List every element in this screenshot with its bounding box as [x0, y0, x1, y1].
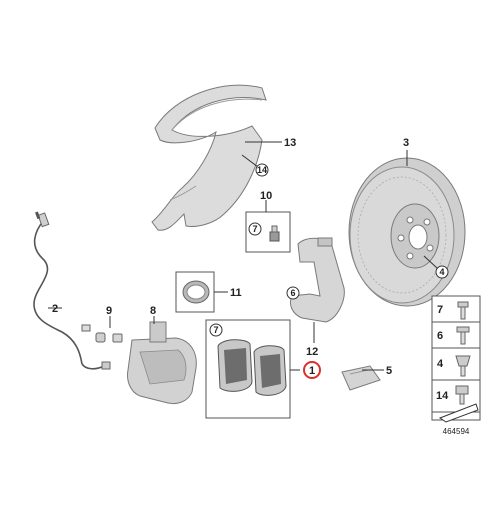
leader-14-shield: [241, 154, 259, 168]
legend-item-7: 7: [437, 304, 443, 316]
callout-14: 14: [257, 165, 267, 175]
callout-13: 13: [284, 137, 296, 149]
legend-item-4: 4: [437, 358, 444, 370]
callout-7-b: 7: [213, 325, 218, 335]
sensor-clips: [95, 332, 123, 343]
callout-1-highlight: [303, 361, 321, 379]
seal-ring: [182, 280, 210, 304]
arrow-icon: [438, 403, 479, 423]
callout-3: 3: [403, 137, 409, 149]
callout-5: 5: [386, 365, 392, 377]
callout-9: 9: [106, 305, 112, 317]
hex-bolt-icon: [455, 385, 469, 405]
diagram-number: 464594: [443, 427, 470, 436]
callout-4-circle: [435, 265, 449, 279]
flange-bolt-icon: [456, 326, 470, 345]
wheel-bolt-icon: [455, 355, 471, 377]
callout-4: 4: [439, 267, 444, 277]
callout-7-a: 7: [252, 224, 257, 234]
callout-8: 8: [150, 305, 156, 317]
guide-bolt: [269, 225, 280, 242]
callout-7-a-circle: [248, 222, 262, 236]
callout-6: 6: [290, 288, 295, 298]
callout-10: 10: [260, 190, 272, 202]
callout-11: 11: [230, 287, 242, 299]
grease-packet: [341, 365, 381, 391]
leader-4: [423, 255, 438, 269]
callout-7-b-circle: [209, 323, 223, 337]
bolt-icon: [457, 301, 469, 320]
group-box-pads: [205, 319, 291, 419]
callout-2: 2: [52, 303, 58, 315]
brake-disc: [348, 157, 466, 307]
hardware-legend: 7 6 4 14: [431, 295, 481, 423]
callout-12: 12: [306, 346, 318, 358]
brake-caliper: [127, 321, 197, 405]
callout-14-circle: [255, 163, 269, 177]
callout-1: 1: [309, 365, 315, 377]
brake-pads: [217, 339, 287, 396]
legend-item-6: 6: [437, 330, 443, 342]
legend-item-14: 14: [436, 390, 449, 402]
dust-shield: [151, 84, 267, 231]
group-box-10: [245, 211, 291, 253]
wear-sensor: [33, 211, 111, 370]
callout-6-circle: [286, 286, 300, 300]
caliper-carrier: [289, 237, 345, 323]
